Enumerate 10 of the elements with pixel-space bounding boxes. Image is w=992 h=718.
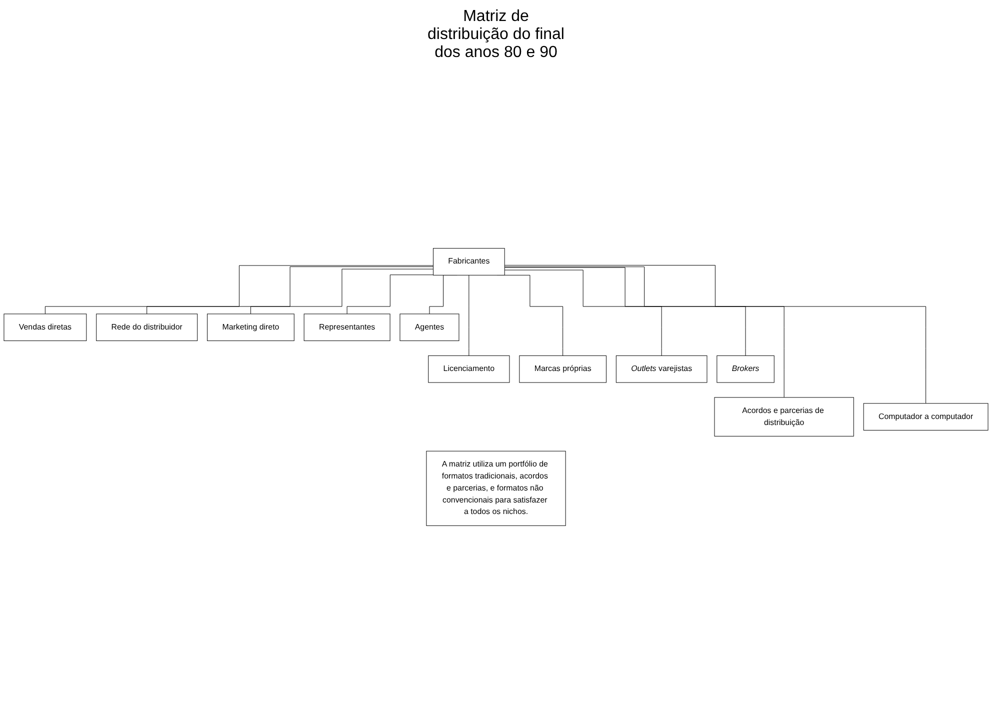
connector: [504, 266, 784, 398]
connector: [504, 265, 926, 404]
connector: [146, 266, 434, 314]
connector: [250, 268, 434, 314]
connector: [44, 265, 434, 314]
connector: [504, 270, 662, 356]
connector: [346, 274, 434, 314]
connector: [504, 267, 746, 356]
diagram-title: Matriz de distribuição do final dos anos 80 e 90: [426, 8, 566, 62]
connector: [468, 274, 470, 356]
